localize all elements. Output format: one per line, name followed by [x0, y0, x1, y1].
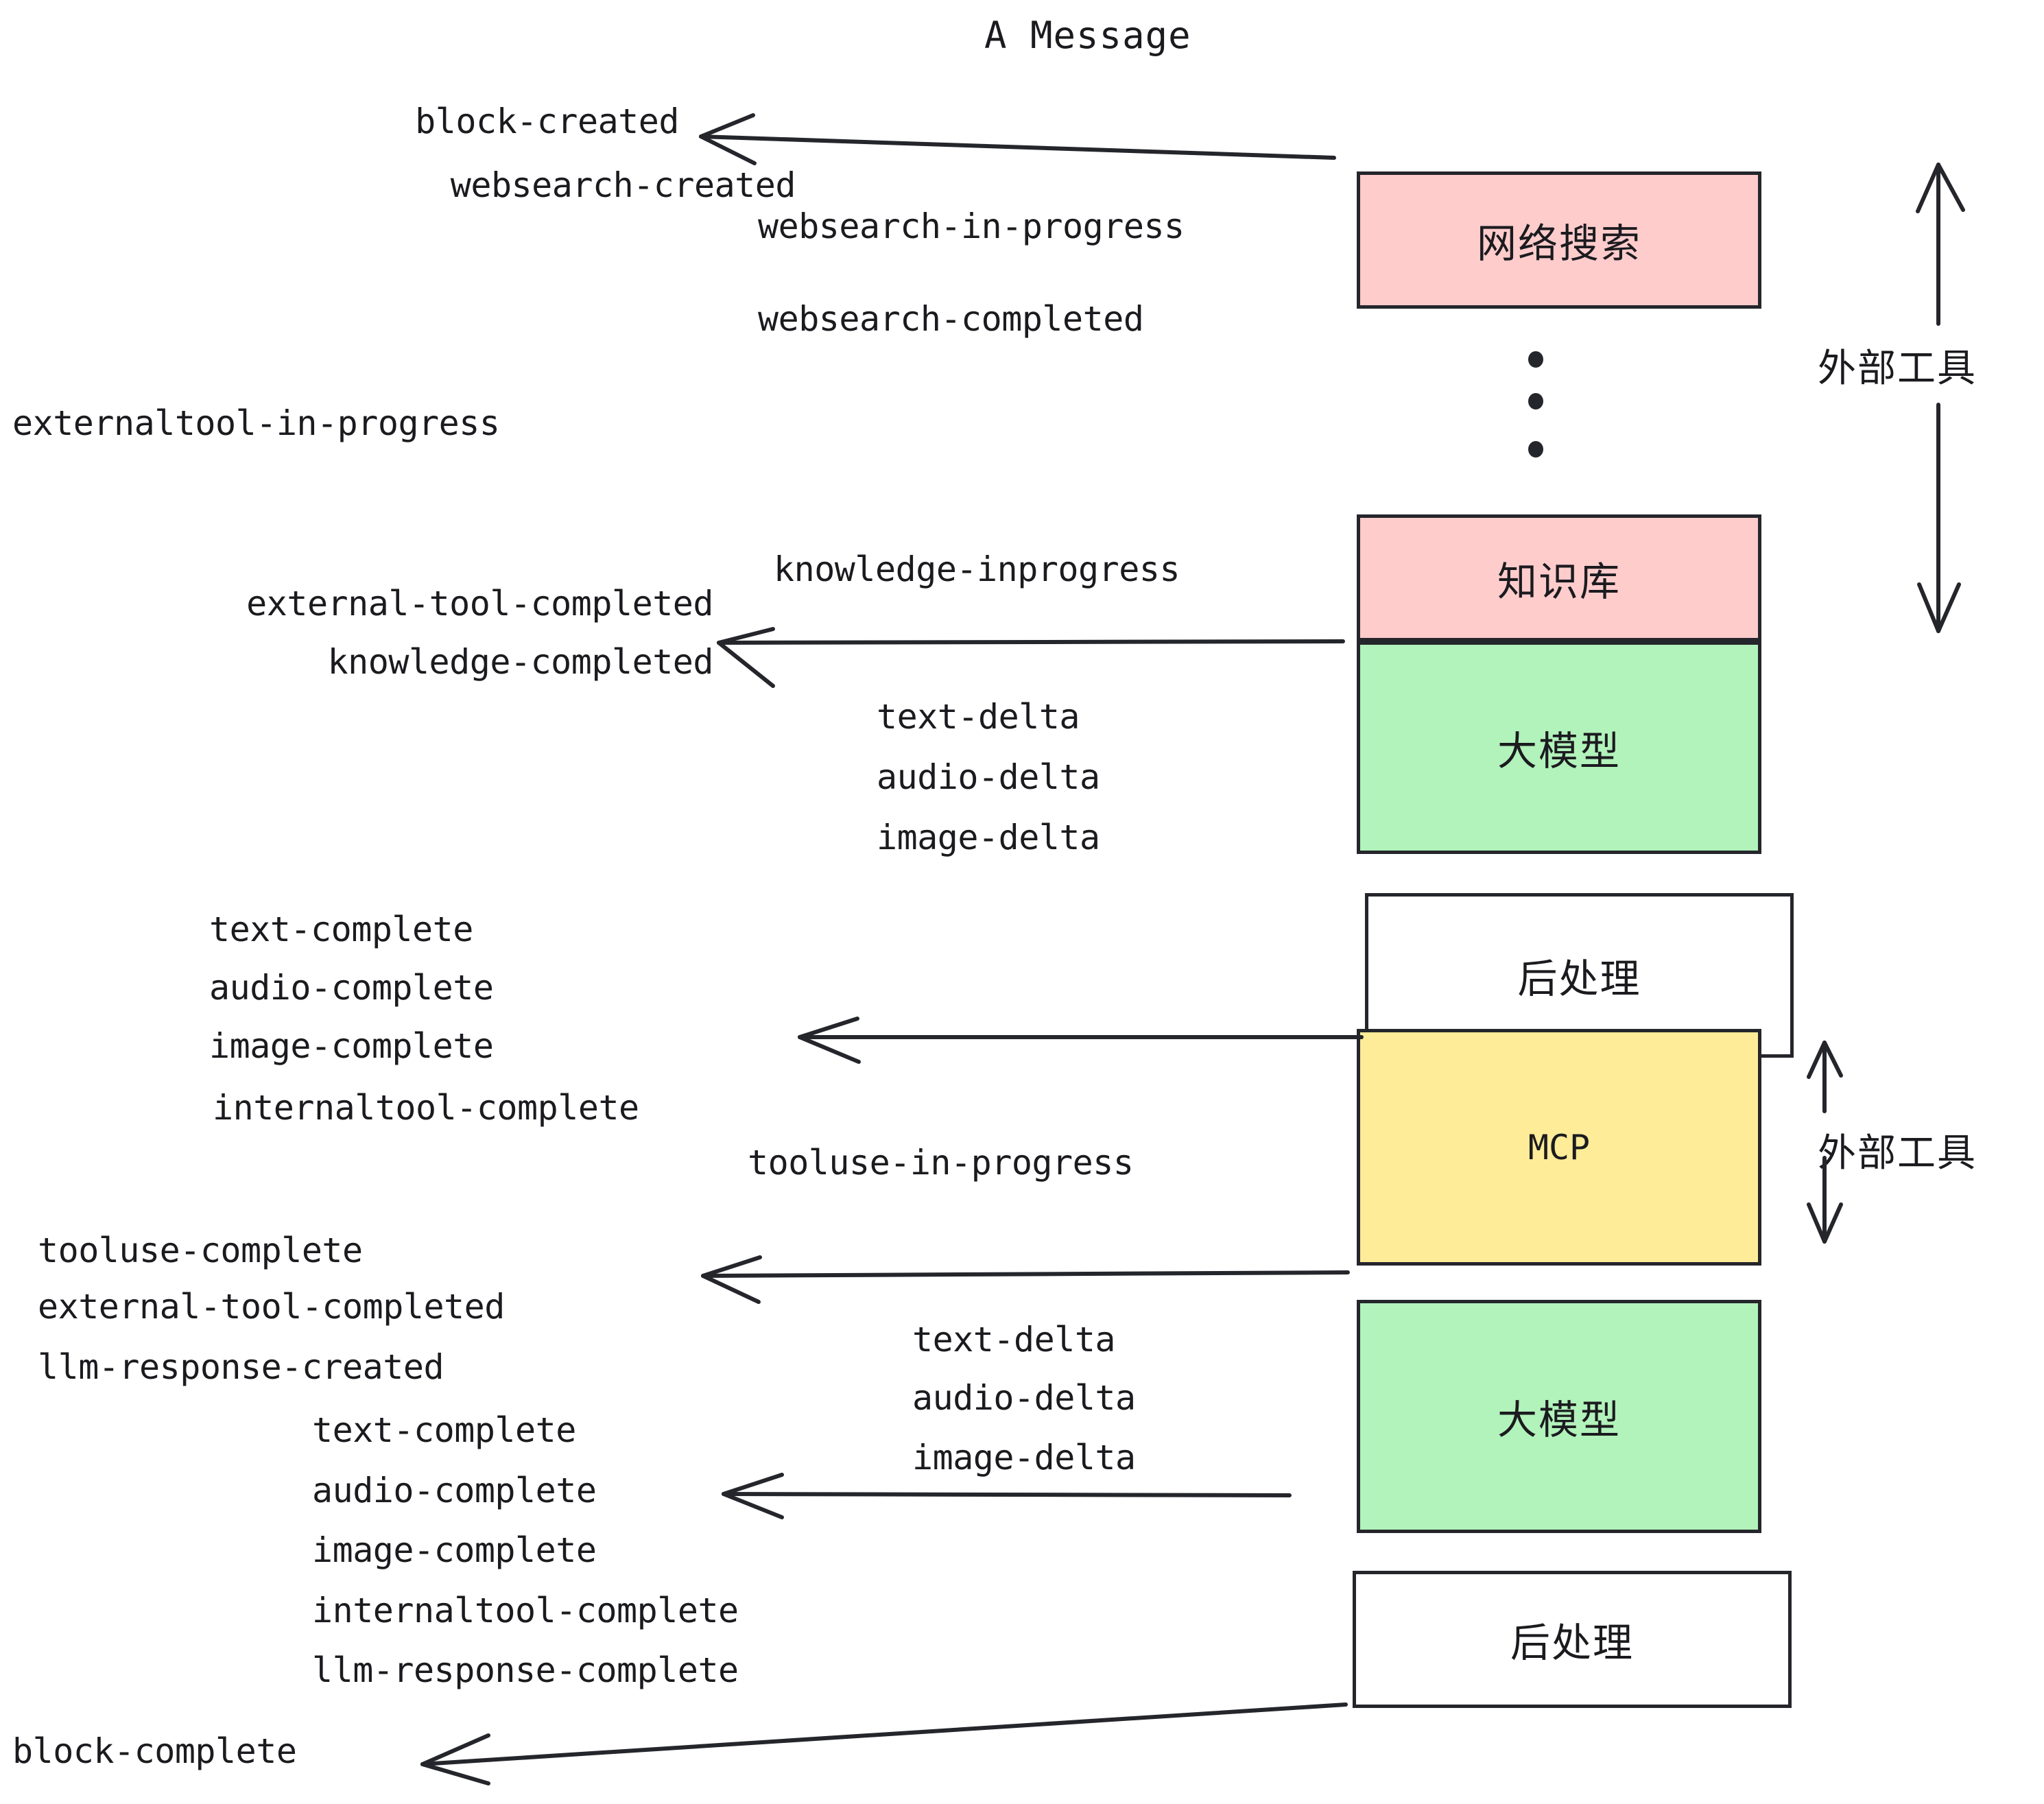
page-title: A Message: [984, 14, 1191, 57]
event-tooluse-complete: tooluse-complete: [38, 1231, 363, 1270]
arrow-tooluse-complete: [701, 1255, 1350, 1304]
event-knowledge-completed: knowledge-completed: [327, 642, 714, 682]
ellipsis-dot-2: [1528, 393, 1543, 410]
box-llm-top-label: 大模型: [1497, 728, 1621, 774]
box-knowledge-label: 知识库: [1497, 558, 1621, 605]
box-llm-bottom[interactable]: 大模型: [1357, 1300, 1761, 1533]
event-llm-response-complete: llm-response-complete: [312, 1650, 739, 1690]
box-knowledge[interactable]: 知识库: [1357, 514, 1761, 641]
event-text-complete-1: text-complete: [209, 910, 473, 949]
event-block-complete: block-complete: [12, 1731, 297, 1771]
arrow-external-tool-top: [1916, 163, 1965, 633]
event-external-tool-completed-1: external-tool-completed: [246, 584, 713, 624]
event-image-delta-1: image-delta: [877, 818, 1100, 857]
event-internaltool-complete-1: internaltool-complete: [213, 1088, 639, 1128]
event-internaltool-complete-2: internaltool-complete: [312, 1591, 739, 1630]
event-websearch-created: websearch-created: [450, 165, 796, 205]
arrow-knowledge-completed: [717, 627, 1345, 688]
box-postprocess-top-label: 后处理: [1517, 956, 1641, 1002]
event-external-tool-completed-2: external-tool-completed: [38, 1287, 505, 1327]
event-knowledge-inprogress: knowledge-inprogress: [774, 549, 1180, 589]
event-image-delta-2: image-delta: [912, 1438, 1136, 1477]
ellipsis-dot-3: [1528, 441, 1543, 458]
arrow-image-complete: [798, 1017, 1364, 1064]
ellipsis-dot-1: [1528, 351, 1543, 368]
box-mcp-label: MCP: [1528, 1127, 1591, 1167]
external-tool-label-bottom: 外部工具: [1818, 1131, 1977, 1176]
box-websearch-label: 网络搜索: [1476, 220, 1641, 267]
box-websearch[interactable]: 网络搜索: [1357, 171, 1761, 309]
event-audio-delta-1: audio-delta: [877, 757, 1100, 797]
event-text-delta-2: text-delta: [912, 1320, 1116, 1360]
box-postprocess-bottom-label: 后处理: [1510, 1619, 1634, 1666]
event-image-complete-1: image-complete: [209, 1026, 494, 1066]
event-tooluse-in-progress: tooluse-in-progress: [748, 1143, 1134, 1183]
external-tool-label-top: 外部工具: [1818, 346, 1977, 391]
event-websearch-completed: websearch-completed: [758, 299, 1144, 339]
event-audio-complete-2: audio-complete: [312, 1471, 597, 1510]
event-llm-response-created: llm-response-created: [38, 1347, 444, 1387]
event-audio-complete-1: audio-complete: [209, 968, 494, 1008]
event-websearch-in-progress: websearch-in-progress: [758, 206, 1185, 246]
arrow-audio-complete: [722, 1473, 1292, 1519]
arrow-block-created: [699, 113, 1336, 165]
event-externaltool-in-progress: externaltool-in-progress: [12, 403, 500, 443]
box-mcp[interactable]: MCP: [1357, 1029, 1761, 1266]
box-llm-bottom-label: 大模型: [1497, 1397, 1621, 1443]
event-audio-delta-2: audio-delta: [912, 1378, 1136, 1418]
box-postprocess-bottom[interactable]: 后处理: [1353, 1571, 1792, 1708]
event-block-created: block-created: [415, 102, 679, 141]
event-text-complete-2: text-complete: [312, 1410, 576, 1450]
box-llm-top[interactable]: 大模型: [1357, 641, 1761, 854]
event-text-delta-1: text-delta: [877, 697, 1080, 737]
event-image-complete-2: image-complete: [312, 1530, 597, 1570]
arrow-block-complete: [420, 1702, 1348, 1785]
